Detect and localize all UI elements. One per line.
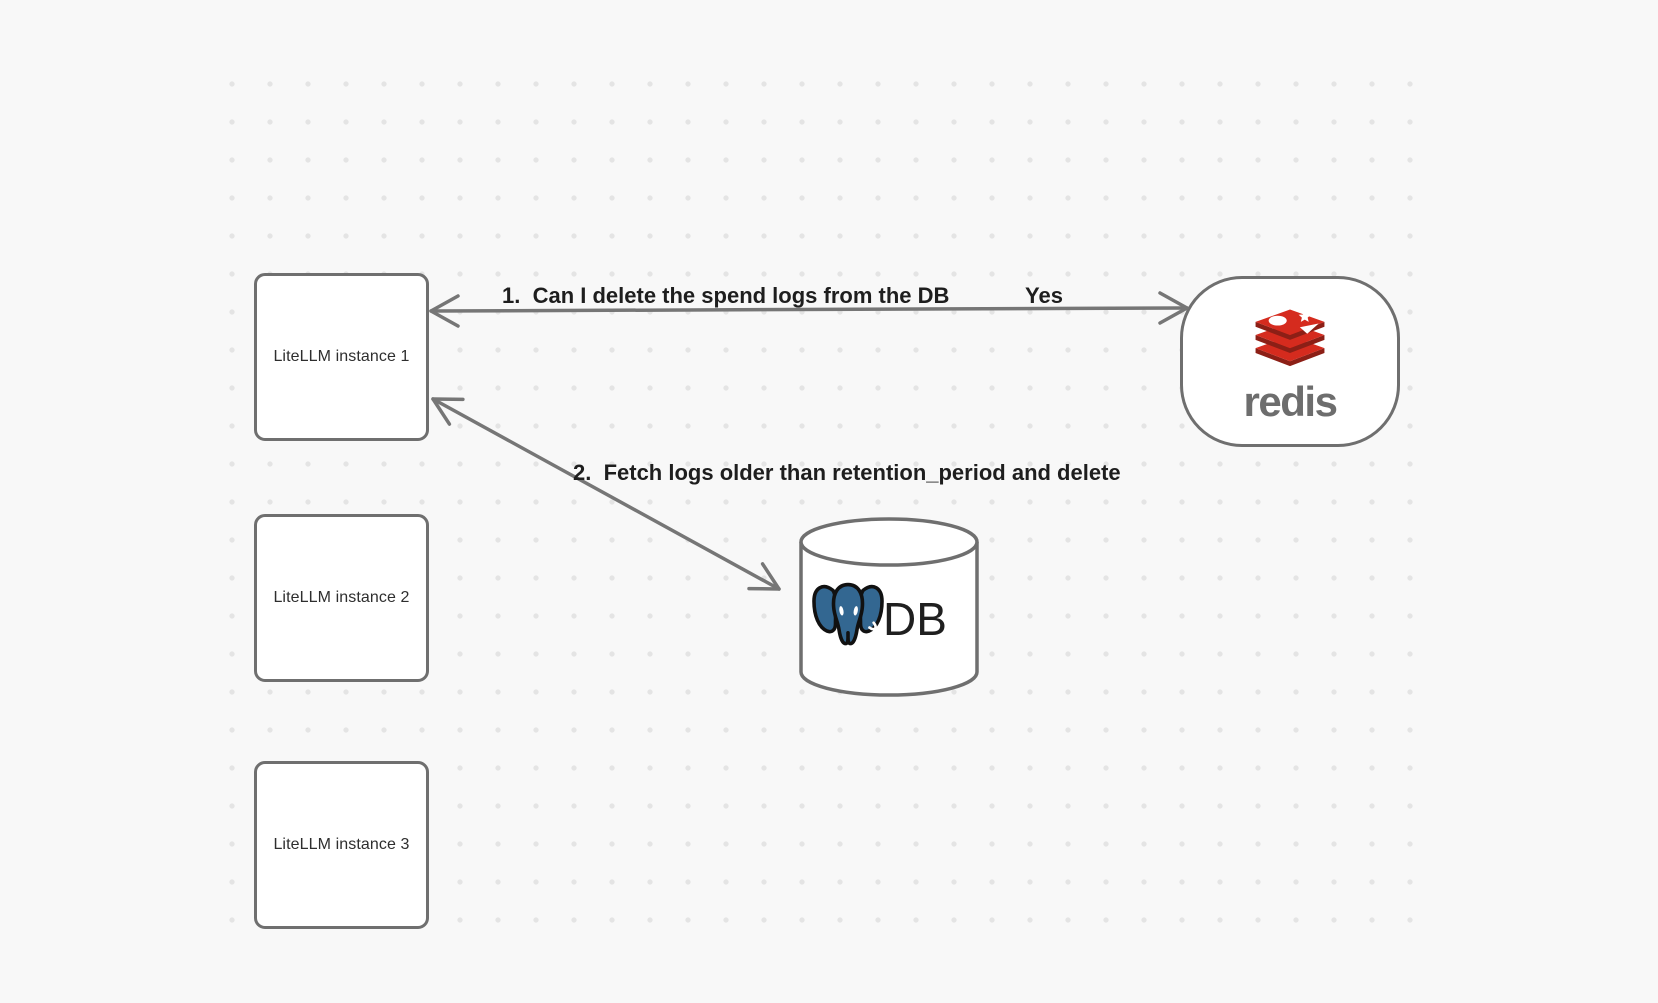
node-litellm-instance-1: LiteLLM instance 1 — [254, 273, 429, 441]
database-cylinder — [799, 517, 979, 697]
edge1-response-label: Yes — [1025, 283, 1063, 308]
database-label: DB — [883, 593, 947, 645]
litellm-instance-3-label: LiteLLM instance 3 — [273, 836, 410, 853]
node-database: DB — [798, 516, 980, 698]
litellm-instance-2-label: LiteLLM instance 2 — [273, 589, 410, 606]
edge1-question-label: 1. Can I delete the spend logs from the … — [502, 283, 950, 308]
litellm-instance-1-label: LiteLLM instance 1 — [273, 348, 410, 365]
node-redis: redis — [1180, 276, 1400, 447]
postgres-elephant-icon — [812, 582, 884, 646]
edge2-fetch-label: 2. Fetch logs older than retention_perio… — [573, 460, 1121, 485]
node-litellm-instance-2: LiteLLM instance 2 — [254, 514, 429, 682]
node-litellm-instance-3: LiteLLM instance 3 — [254, 761, 429, 929]
redis-logo-icon — [1255, 309, 1325, 366]
redis-wordmark: redis — [1243, 377, 1338, 425]
